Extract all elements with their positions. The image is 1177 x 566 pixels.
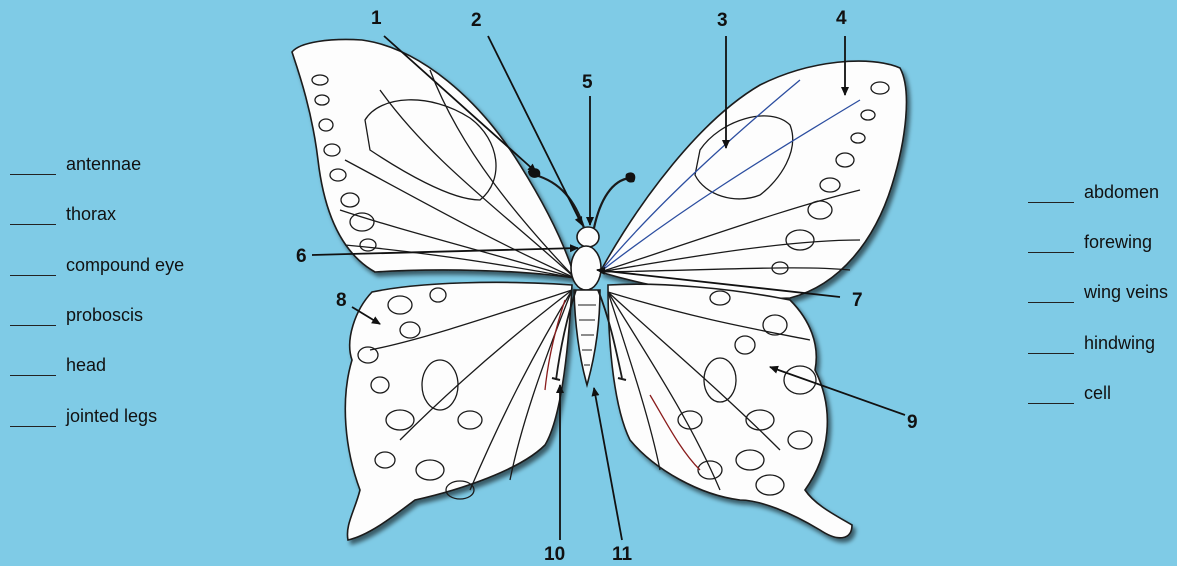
term-hindwing: hindwing — [1028, 333, 1155, 354]
term-forewing: forewing — [1028, 232, 1152, 253]
left-hindwing — [345, 282, 572, 540]
term-label: forewing — [1084, 232, 1152, 253]
term-compound-eye: compound eye — [10, 255, 184, 276]
answer-blank[interactable] — [10, 160, 56, 175]
term-jointed-legs: jointed legs — [10, 406, 157, 427]
term-abdomen: abdomen — [1028, 182, 1159, 203]
term-label: thorax — [66, 204, 116, 225]
term-proboscis: proboscis — [10, 305, 143, 326]
answer-blank[interactable] — [1028, 288, 1074, 303]
term-label: proboscis — [66, 305, 143, 326]
term-wing-veins: wing veins — [1028, 282, 1168, 303]
term-label: compound eye — [66, 255, 184, 276]
term-antennae: antennae — [10, 154, 141, 175]
right-hindwing — [608, 284, 852, 538]
term-cell: cell — [1028, 383, 1111, 404]
callout-number-10: 10 — [544, 544, 565, 565]
term-label: wing veins — [1084, 282, 1168, 303]
term-label: jointed legs — [66, 406, 157, 427]
answer-blank[interactable] — [1028, 188, 1074, 203]
term-label: head — [66, 355, 106, 376]
answer-blank[interactable] — [10, 412, 56, 427]
callout-number-5: 5 — [582, 72, 593, 93]
answer-blank[interactable] — [10, 311, 56, 326]
answer-blank[interactable] — [10, 210, 56, 225]
term-label: abdomen — [1084, 182, 1159, 203]
callout-number-8: 8 — [336, 290, 347, 311]
answer-blank[interactable] — [10, 361, 56, 376]
head-shape — [577, 227, 599, 247]
answer-blank[interactable] — [1028, 339, 1074, 354]
answer-blank[interactable] — [10, 261, 56, 276]
callout-number-9: 9 — [907, 412, 918, 433]
left-forewing — [292, 40, 575, 279]
answer-blank[interactable] — [1028, 389, 1074, 404]
callout-number-6: 6 — [296, 246, 307, 267]
antenna-right — [594, 178, 630, 228]
term-thorax: thorax — [10, 204, 116, 225]
callout-number-1: 1 — [371, 8, 382, 29]
term-label: cell — [1084, 383, 1111, 404]
abdomen-shape — [574, 290, 600, 385]
right-forewing — [600, 61, 906, 298]
callout-number-4: 4 — [836, 8, 847, 29]
term-head: head — [10, 355, 106, 376]
term-label: antennae — [66, 154, 141, 175]
callout-number-11: 11 — [612, 544, 633, 565]
answer-blank[interactable] — [1028, 238, 1074, 253]
callout-number-2: 2 — [471, 10, 482, 31]
term-label: hindwing — [1084, 333, 1155, 354]
callout-number-3: 3 — [717, 10, 728, 31]
callout-number-7: 7 — [852, 290, 863, 311]
thorax-shape — [571, 246, 601, 290]
